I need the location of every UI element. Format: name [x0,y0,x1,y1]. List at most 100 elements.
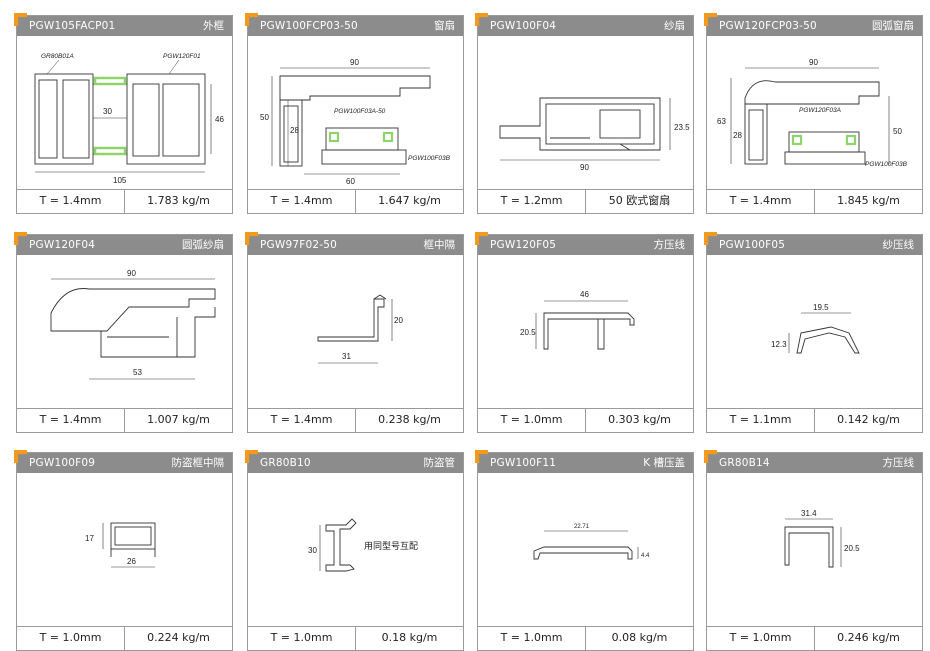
dimension-label: 90 [809,58,818,67]
fitting-note: 用同型号互配 [364,541,418,551]
profile-drawing: 46 20.5 [520,290,635,350]
profile-card: PGW100F09 防盗框中隔 17 26 T = 1.0mm 0.224 kg… [14,450,233,651]
weight-value: 0.238 kg/m [355,409,463,432]
dimension-label: 50 [260,113,269,122]
dimension-label: 17 [85,534,94,543]
profile-drawing: 31.4 20.5 [784,509,860,568]
spec-row: T = 1.0mm 0.18 kg/m [248,626,463,650]
part-label: PGW100F03B [408,155,451,162]
dimension-label: 19.5 [813,303,829,312]
profile-code: PGW100F05 [719,239,786,251]
card-header: PGW120FCP03-50 圆弧窗扇 [707,16,922,36]
profile-name: 圆弧窗扇 [872,20,914,32]
weight-value: 0.224 kg/m [124,627,232,650]
spec-row: T = 1.4mm 1.845 kg/m [707,189,922,213]
profile-drawing: 17 26 [85,522,156,568]
dimension-label: 26 [127,557,136,566]
part-label: PGW120F01 [163,53,201,60]
profile-name: 防盗管 [423,457,456,469]
card-header: PGW100F05 纱压线 [707,235,922,255]
spec-row: T = 1.2mm 50 欧式窗扇 [478,189,693,213]
part-label: GR80B01A [41,53,74,60]
dimension-label: 63 [717,117,726,126]
profile-code: PGW105FACP01 [29,20,116,32]
profile-card: PGW100F05 纱压线 19.5 12.3 T = 1.1mm 0.142 … [704,232,923,433]
profile-card: PGW120FCP03-50 圆弧窗扇 90 63 28 50 PGW120F0… [704,13,923,214]
profile-name: 方压线 [882,457,915,469]
card-header: GR80B14 方压线 [707,453,922,473]
profile-name: 方压线 [653,239,686,251]
profile-name: 外框 [203,20,224,32]
card-header: PGW100F04 纱扇 [478,16,693,36]
profile-card: PGW97F02-50 框中隔 20 31 T = 1.4mm 0.238 kg… [245,232,464,433]
profile-code: PGW120F04 [29,239,96,251]
weight-value: 1.783 kg/m [124,190,232,213]
card-header: GR80B10 防盗管 [248,453,463,473]
spec-row: T = 1.0mm 0.224 kg/m [17,626,232,650]
dimension-label: 20 [394,316,403,325]
dimension-label: 31.4 [801,509,817,518]
spec-row: T = 1.0mm 0.08 kg/m [478,626,693,650]
dimension-label: 30 [103,107,112,116]
profile-code: PGW97F02-50 [260,239,337,251]
profile-card: PGW120F04 圆弧纱扇 90 53 T = 1.4mm 1.007 kg/… [14,232,233,433]
dimension-label: 31 [342,352,351,361]
dimension-label: 60 [346,177,355,186]
profile-code: PGW100F09 [29,457,96,469]
spec-row: T = 1.4mm 1.647 kg/m [248,189,463,213]
profile-code: PGW120FCP03-50 [719,20,817,32]
card-header: PGW120F04 圆弧纱扇 [17,235,232,255]
dimension-label: 53 [133,368,142,377]
profile-card: PGW105FACP01 外框 GR80B01A PGW120F01 105 3… [14,13,233,214]
dimension-label: 22.71 [574,524,590,530]
profile-name: 窗扇 [434,20,455,32]
dimension-label: 23.5 [674,123,690,132]
profile-drawing: 90 63 28 50 PGW120F03A PGW100F03B [717,58,908,168]
weight-value: 1.647 kg/m [355,190,463,213]
profile-drawing: 19.5 12.3 [771,303,860,354]
dimension-label: 50 [893,127,902,136]
profile-code: GR80B10 [260,457,311,469]
dimension-label: 20.5 [520,328,536,337]
dimension-label: 20.5 [844,544,860,553]
profile-code: GR80B14 [719,457,770,469]
profile-name: 圆弧纱扇 [182,239,224,251]
profile-name: 纱扇 [664,20,685,32]
profile-card: GR80B10 防盗管 30 用同型号互配 T = 1.0mm 0.18 kg/… [245,450,464,651]
thickness-value: T = 1.0mm [270,631,333,644]
dimension-label: 90 [350,58,359,67]
profile-code: PGW100FCP03-50 [260,20,358,32]
thickness-value: T = 1.4mm [729,194,792,207]
spec-row: T = 1.0mm 0.303 kg/m [478,408,693,432]
profile-name: 防盗框中隔 [171,457,225,469]
card-header: PGW100F09 防盗框中隔 [17,453,232,473]
dimension-label: 28 [290,126,299,135]
weight-value: 50 欧式窗扇 [585,190,693,213]
weight-value: 0.18 kg/m [355,627,463,650]
profile-card: PGW100FCP03-50 窗扇 90 50 28 60 PGW100F03A… [245,13,464,214]
profile-drawing: 90 50 28 60 PGW100F03A-50 PGW100F03B [260,58,451,186]
spec-row: T = 1.4mm 1.783 kg/m [17,189,232,213]
profile-code: PGW100F11 [490,457,557,469]
weight-value: 0.142 kg/m [814,409,922,432]
profile-card: PGW100F11 K 槽压盖 22.71 4.4 T = 1.0mm 0.08… [475,450,694,651]
profile-name: K 槽压盖 [643,457,685,469]
dimension-label: 12.3 [771,340,787,349]
part-label: PGW100F03A-50 [334,108,386,115]
profile-code: PGW100F04 [490,20,557,32]
dimension-label: 28 [733,131,742,140]
profile-name: 框中隔 [423,239,456,251]
weight-value: 1.845 kg/m [814,190,922,213]
profile-card: PGW120F05 方压线 46 20.5 T = 1.0mm 0.303 kg… [475,232,694,433]
profile-drawing: 23.5 90 [499,97,690,172]
thickness-value: T = 1.1mm [729,413,792,426]
dimension-label: 90 [580,163,589,172]
thickness-value: T = 1.4mm [39,194,102,207]
profile-card: GR80B14 方压线 31.4 20.5 T = 1.0mm 0.246 kg… [704,450,923,651]
weight-value: 0.303 kg/m [585,409,693,432]
dimension-label: 90 [127,269,136,278]
thickness-value: T = 1.0mm [500,413,563,426]
weight-value: 0.246 kg/m [814,627,922,650]
profile-card: PGW100F04 纱扇 23.5 90 T = 1.2mm 50 欧式窗扇 [475,13,694,214]
card-header: PGW100FCP03-50 窗扇 [248,16,463,36]
